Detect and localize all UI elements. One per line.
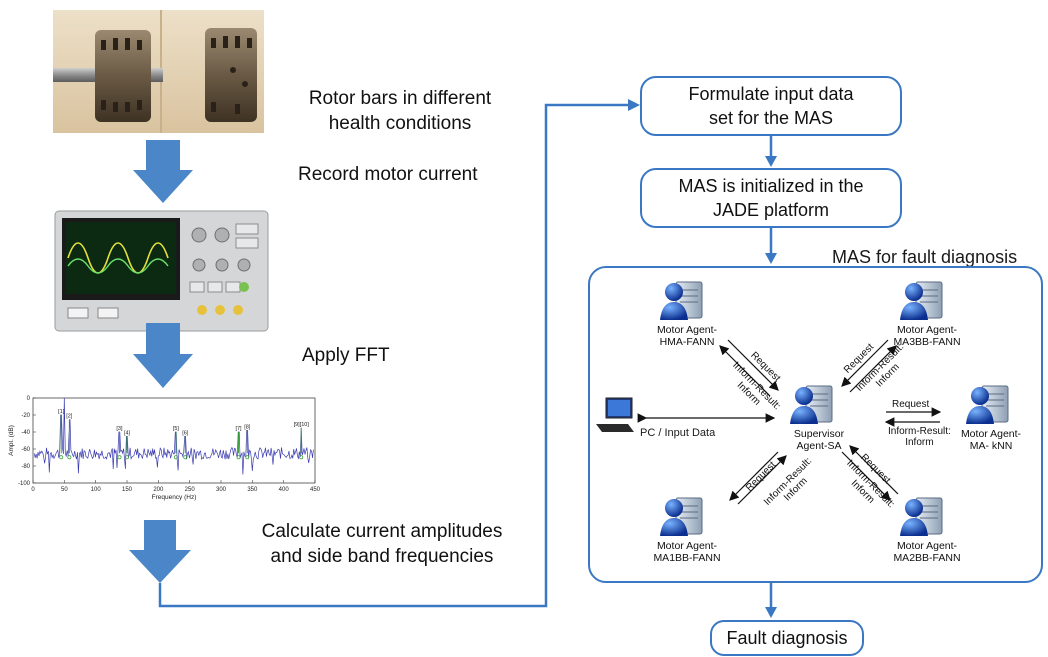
- x-tick-label: 0: [31, 487, 35, 493]
- peak-label: [1]: [58, 409, 65, 415]
- peak-point: [245, 455, 250, 460]
- peak-point: [117, 455, 122, 460]
- mas-initialized-label: MAS is initialized in the JADE platform: [678, 176, 864, 220]
- peak-label: [3]: [116, 426, 123, 432]
- caption-apply-fft: Apply FFT: [302, 345, 390, 366]
- peak-point: [59, 455, 64, 460]
- msg-inform-knn: Inform-Result: Inform: [888, 426, 951, 448]
- msg-request-knn: Request: [892, 399, 930, 410]
- oscilloscope-photo: [54, 210, 269, 332]
- peak-label: [4]: [124, 430, 131, 436]
- peak-label: [7]: [235, 426, 242, 432]
- x-tick-label: 250: [185, 487, 196, 493]
- rotor-bars-icon: [53, 10, 264, 133]
- peak-label: [6]: [182, 430, 189, 436]
- y-tick-label: -100: [18, 481, 31, 487]
- peak-point: [183, 455, 188, 460]
- mas-initialized-box: MAS is initialized in the JADE platform: [640, 168, 902, 228]
- fft-series-line: [33, 397, 314, 475]
- x-tick-label: 50: [61, 487, 68, 493]
- mas-title: MAS for fault diagnosis: [832, 247, 1018, 267]
- y-tick-label: 0: [27, 396, 31, 402]
- peak-point: [67, 455, 72, 460]
- caption-rotor-bars: Rotor bars in different health condition…: [308, 88, 492, 134]
- agent-ma1bb-label: Motor Agent- MA1BB-FANN: [653, 540, 721, 564]
- x-tick-label: 150: [122, 487, 133, 493]
- x-tick-label: 350: [247, 487, 258, 493]
- peak-point: [236, 455, 241, 460]
- agent-knn-label: Motor Agent- MA- kNN: [960, 428, 1022, 452]
- oscilloscope-icon: [54, 210, 269, 332]
- rotor-bars-photo: [53, 10, 264, 133]
- y-tick-label: -80: [21, 464, 30, 470]
- chart-ylabel: Ampl. (dB): [8, 425, 15, 456]
- supervisor-agent-label: Supervisor Agent-SA: [793, 428, 845, 452]
- fault-diagnosis-label: Fault diagnosis: [726, 628, 848, 648]
- x-tick-label: 450: [310, 487, 321, 493]
- agent-hma-label: Motor Agent- HMA-FANN: [656, 324, 718, 348]
- formulate-input-box: Formulate input data set for the MAS: [640, 76, 902, 136]
- x-tick-label: 100: [91, 487, 102, 493]
- peak-label: [9][10]: [294, 422, 310, 428]
- chart-plot-area: [32, 397, 316, 484]
- y-tick-label: -40: [21, 430, 30, 436]
- pc-input-label: PC / Input Data: [640, 427, 716, 439]
- caption-record-current: Record motor current: [298, 164, 478, 185]
- x-tick-label: 400: [279, 487, 290, 493]
- peak-label: [5]: [173, 426, 180, 432]
- agent-ma2bb-label: Motor Agent- MA2BB-FANN: [893, 540, 961, 564]
- y-tick-label: -60: [21, 447, 30, 453]
- chart-xlabel: Frequency (Hz): [152, 494, 197, 501]
- agent-ma3bb-label: Motor Agent- MA3BB-FANN: [893, 324, 961, 348]
- peak-label: [8]: [244, 424, 251, 430]
- caption-calculate: Calculate current amplitudes and side ba…: [261, 521, 503, 567]
- peak-point: [299, 455, 304, 460]
- y-tick-label: -20: [21, 413, 30, 419]
- peak-label: [2]: [66, 413, 73, 419]
- peak-point: [173, 455, 178, 460]
- fault-diagnosis-box: Fault diagnosis: [710, 620, 864, 656]
- x-tick-label: 200: [153, 487, 164, 493]
- formulate-input-label: Formulate input data set for the MAS: [688, 84, 854, 128]
- peak-point: [125, 455, 129, 460]
- x-tick-label: 300: [216, 487, 227, 493]
- mas-container: [588, 266, 1043, 583]
